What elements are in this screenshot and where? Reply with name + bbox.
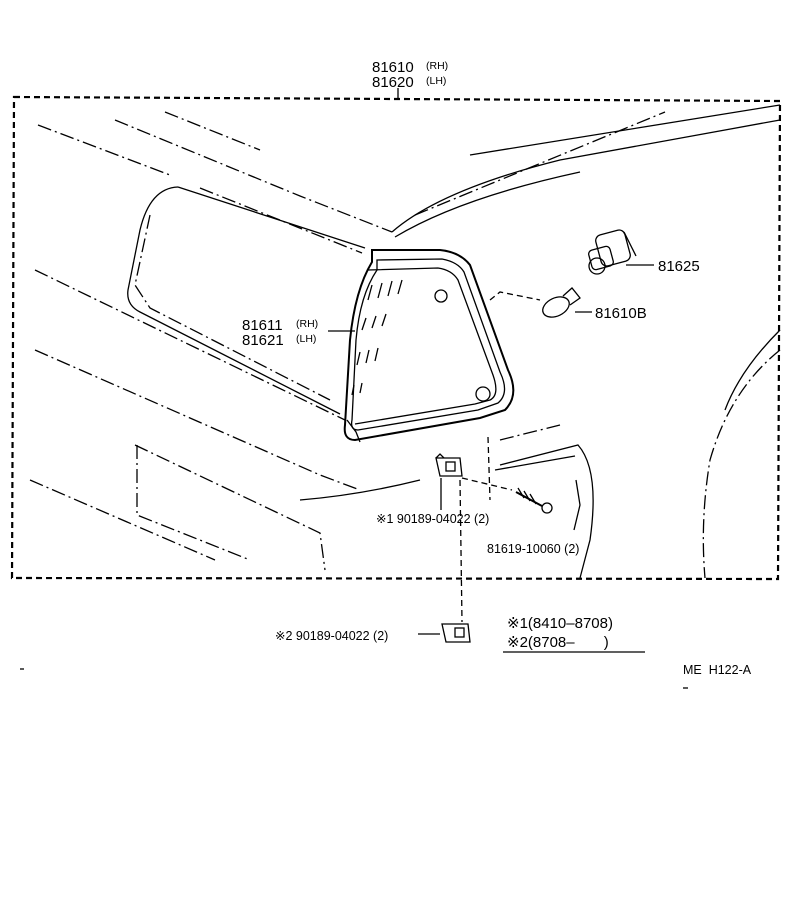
bulb-dash-line xyxy=(489,291,541,301)
clip1-icon xyxy=(435,453,463,477)
screw-dash-line xyxy=(461,477,513,491)
socket-part: 81625 xyxy=(658,258,700,275)
car-body-outline xyxy=(29,104,781,579)
legend-row-2: ※2(8708– ) xyxy=(507,634,609,651)
clip1-label: ※1 90189-04022 (2) xyxy=(376,512,489,526)
clip2-icon xyxy=(441,623,471,643)
legend-row-1: ※1(8410–8708) xyxy=(507,615,613,632)
assembly-tag-lh: (LH) xyxy=(426,75,446,87)
assembly-part-lh: 81620 xyxy=(372,74,414,91)
clip2-label: ※2 90189-04022 (2) xyxy=(275,629,388,643)
socket-icon xyxy=(588,229,637,275)
bulb-part: 81610B xyxy=(595,305,647,322)
assembly-part-rh: 81610 xyxy=(372,59,414,76)
lens-part-rh: 81611 xyxy=(242,317,283,334)
clip2-dash-line xyxy=(459,479,463,623)
diagram-code: ME H122-A xyxy=(683,663,752,677)
bulb-icon xyxy=(542,287,581,318)
assembly-frame xyxy=(10,95,782,581)
assembly-tag-rh: (RH) xyxy=(426,60,448,72)
lens-tag-lh: (LH) xyxy=(296,333,316,345)
screw-label: 81619-10060 (2) xyxy=(487,542,579,556)
screw-leader xyxy=(573,479,581,531)
lens-part-lh: 81621 xyxy=(242,332,284,349)
lens-tag-rh: (RH) xyxy=(296,318,318,330)
lamp-lens xyxy=(343,249,515,443)
screw-icon xyxy=(515,487,553,514)
